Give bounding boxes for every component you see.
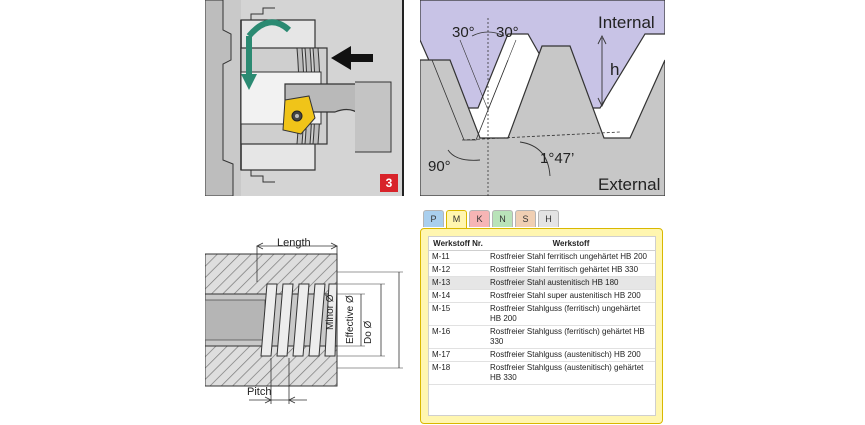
lathe-threading-illustration: 3 (205, 0, 404, 196)
pitch-label: Pitch (247, 386, 272, 398)
effective-diameter-label: Effective Ø (345, 295, 356, 344)
tab-h[interactable]: H (538, 210, 559, 227)
material-name-cell: Rostfreier Stahl ferritisch gehärtet HB … (487, 263, 655, 277)
bore-section-diagram: Length Pitch Minor Ø Effective Ø Do Ø (205, 232, 415, 412)
material-name-cell: Rostfreier Stahl super austenitisch HB 2… (487, 289, 655, 303)
material-name-cell: Rostfreier Stahlguss (austenitisch) HB 2… (487, 348, 655, 362)
internal-label: Internal (598, 13, 655, 32)
helix-angle-label: 1°47’ (540, 150, 575, 167)
material-code-cell: M-18 (429, 361, 487, 385)
material-code-cell: M-17 (429, 348, 487, 362)
angle-right-label: 30° (496, 24, 519, 41)
tab-n[interactable]: N (492, 210, 513, 227)
thread-profile-drawing (420, 0, 665, 196)
corner-angle-label: 90° (428, 158, 451, 175)
material-name-cell: Rostfreier Stahl ferritisch ungehärtet H… (487, 250, 655, 264)
material-name-cell: Rostfreier Stahlguss (ferritisch) gehärt… (487, 325, 655, 349)
height-label: h (610, 60, 620, 79)
tab-s[interactable]: S (515, 210, 536, 227)
material-name-cell: Rostfreier Stahl austenitisch HB 180 (487, 276, 655, 290)
tab-k[interactable]: K (469, 210, 490, 227)
length-label: Length (277, 237, 311, 249)
material-code-cell: M-13 (429, 276, 487, 290)
tab-m[interactable]: M (446, 210, 467, 230)
material-code-cell: M-11 (429, 250, 487, 264)
material-code-cell: M-14 (429, 289, 487, 303)
material-code-cell: M-15 (429, 302, 487, 326)
step-badge: 3 (380, 174, 398, 192)
material-code-cell: M-16 (429, 325, 487, 349)
minor-diameter-label: Minor Ø (325, 294, 336, 330)
col-header-code: Werkstoff Nr. (429, 237, 487, 251)
lathe-drawing (205, 0, 402, 196)
angle-left-label: 30° (452, 24, 475, 41)
material-table-header: Werkstoff Nr. Werkstoff (429, 237, 655, 251)
do-diameter-label: Do Ø (363, 320, 374, 344)
thread-profile-diagram: Internal External 30° 30° h 90° 1°47’ (420, 0, 665, 196)
material-name-cell: Rostfreier Stahlguss (ferritisch) ungehä… (487, 302, 655, 326)
bore-section-drawing (205, 242, 403, 404)
material-code-cell: M-12 (429, 263, 487, 277)
material-name-cell: Rostfreier Stahlguss (austenitisch) gehä… (487, 361, 655, 385)
tab-p[interactable]: P (423, 210, 444, 227)
col-header-name: Werkstoff (487, 237, 655, 251)
external-label: External (598, 175, 661, 194)
